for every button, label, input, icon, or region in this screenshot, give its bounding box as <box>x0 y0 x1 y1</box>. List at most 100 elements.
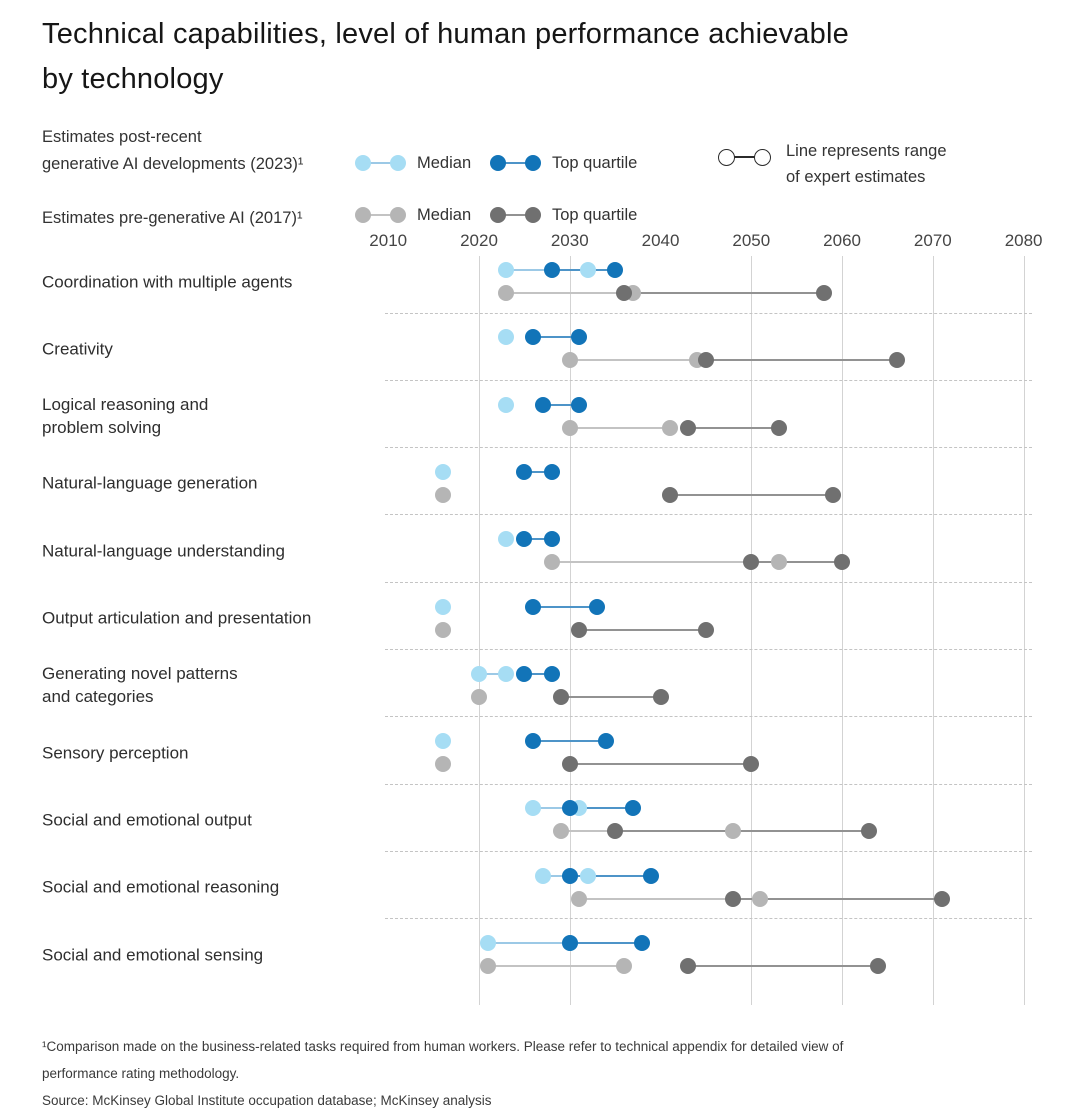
year-tick-label: 2030 <box>550 231 589 250</box>
pre2017-median-dot <box>434 486 451 503</box>
pre2017-top-quartile-dot <box>743 554 760 571</box>
pre2017-top-quartile-dot <box>933 890 950 907</box>
legend-topquartile-2017-text: Top quartile <box>552 206 638 224</box>
capability-label: Logical reasoning and problem solving <box>42 395 209 438</box>
row-separator <box>385 783 1032 785</box>
legend-topquartile-2023-dot <box>490 155 506 171</box>
pre2017-median-dot <box>561 352 578 369</box>
pre2017-top-quartile-dot <box>770 419 787 436</box>
pre2017-top-quartile-line <box>569 763 752 766</box>
grid-line-2050 <box>751 256 753 1005</box>
pre2017-top-quartile-dot <box>616 285 633 301</box>
pre2017-top-quartile-dot <box>815 285 832 301</box>
grid-line-2080 <box>1023 256 1025 1005</box>
post2023-top-quartile-dot <box>625 800 642 817</box>
post2023-top-quartile-line <box>533 336 579 339</box>
year-tick-label: 2010 <box>369 231 408 250</box>
pre2017-top-quartile-line <box>705 359 897 362</box>
post2023-median-line <box>533 807 579 810</box>
pre2017-top-quartile-dot <box>697 621 714 638</box>
pre2017-top-quartile-line <box>751 561 843 564</box>
grid-line-2030 <box>569 256 571 1005</box>
grid-line-2020 <box>479 256 480 1005</box>
pre2017-top-quartile-dot <box>561 756 578 773</box>
post2023-top-quartile-dot <box>561 935 578 951</box>
post2023-top-quartile-line <box>524 538 552 541</box>
pre2017-median-dot <box>434 621 451 638</box>
post2023-median-dot <box>498 665 515 682</box>
capability-label: Sensory perception <box>42 743 189 763</box>
post2023-top-quartile-dot <box>561 867 578 884</box>
legend-range-label: Line represents range of expert estimate… <box>786 142 947 186</box>
pre2017-top-quartile-line <box>687 426 779 429</box>
capability-label: Generating novel patterns and categories <box>42 664 238 707</box>
grid-line-2070 <box>932 256 934 1005</box>
post2023-median-dot <box>480 935 497 951</box>
pre2017-top-quartile-dot <box>834 554 851 571</box>
source-line: Source: McKinsey Global Institute occupa… <box>42 1093 492 1108</box>
year-tick-label: 2080 <box>1004 231 1043 250</box>
post2023-top-quartile-dot <box>643 867 660 884</box>
legend-topquartile-2017-dot <box>525 207 541 223</box>
row-separator <box>385 716 1032 718</box>
legend-median-2023-dot <box>355 155 371 171</box>
post2023-top-quartile-dot <box>589 598 605 615</box>
post2023-top-quartile-dot <box>607 262 624 278</box>
year-tick-label: 2050 <box>732 231 771 250</box>
pre2017-top-quartile-dot <box>725 890 742 907</box>
pre2017-top-quartile-dot <box>570 621 587 638</box>
post2023-top-quartile-dot <box>525 329 542 346</box>
pre2017-top-quartile-dot <box>697 352 714 369</box>
post2023-median-dot <box>434 733 451 750</box>
post2023-median-line <box>479 672 507 675</box>
post2023-top-quartile-dot <box>516 665 533 682</box>
capability-label: Output articulation and presentation <box>42 608 312 628</box>
pre2017-median-dot <box>661 419 678 436</box>
pre2017-top-quartile-line <box>578 628 706 631</box>
page-title: Technical capabilities, level of human p… <box>42 18 849 95</box>
pre2017-top-quartile-line <box>560 695 661 698</box>
legend-median-2023-dot <box>390 155 406 171</box>
year-tick-label: 2070 <box>913 231 952 250</box>
post2023-top-quartile-dot <box>543 262 560 278</box>
post2023-median-dot <box>534 867 551 884</box>
pre2017-top-quartile-dot <box>888 352 905 369</box>
post2023-median-dot <box>579 867 596 884</box>
footnote: ¹Comparison made on the business-related… <box>42 1039 844 1081</box>
year-tick-label: 2020 <box>460 231 498 250</box>
legend-topquartile-2023-text: Top quartile <box>552 154 638 172</box>
legend-median-2023-text: Median <box>417 154 472 172</box>
legend-range-circle <box>718 149 735 166</box>
pre2017-median-dot <box>543 554 560 571</box>
post2023-top-quartile-dot <box>598 733 615 750</box>
legend-topquartile-2017-dot <box>490 207 506 223</box>
pre2017-top-quartile-dot <box>652 688 669 705</box>
pre2017-median-dot <box>552 823 569 840</box>
pre2017-median-dot <box>752 890 769 907</box>
legend-median-2023-line <box>363 162 398 164</box>
post2023-top-quartile-line <box>542 403 579 406</box>
row-separator <box>385 850 1032 852</box>
post2023-top-quartile-dot <box>525 598 542 615</box>
post2023-top-quartile-line <box>524 672 552 675</box>
pre2017-median-dot <box>498 285 515 301</box>
post2023-top-quartile-dot <box>543 665 560 682</box>
legend-median-2017-dot <box>390 207 406 223</box>
post2023-top-quartile-dot <box>634 935 651 951</box>
pre2017-median-dot <box>616 958 633 974</box>
pre2017-median-line <box>578 897 761 900</box>
pre2017-top-quartile-dot <box>825 486 841 503</box>
pre2017-top-quartile-dot <box>743 756 760 773</box>
post2023-top-quartile-dot <box>570 329 587 346</box>
post2023-median-dot <box>498 396 515 413</box>
pre2017-median-dot <box>770 554 787 571</box>
capability-label: Coordination with multiple agents <box>42 272 293 291</box>
post2023-median-dot <box>498 531 515 548</box>
post2023-top-quartile-dot <box>570 396 587 413</box>
post2023-top-quartile-dot <box>516 463 533 480</box>
capability-label: Natural-language understanding <box>42 541 285 561</box>
pre2017-median-line <box>551 561 779 564</box>
pre2017-top-quartile-dot <box>552 688 569 705</box>
